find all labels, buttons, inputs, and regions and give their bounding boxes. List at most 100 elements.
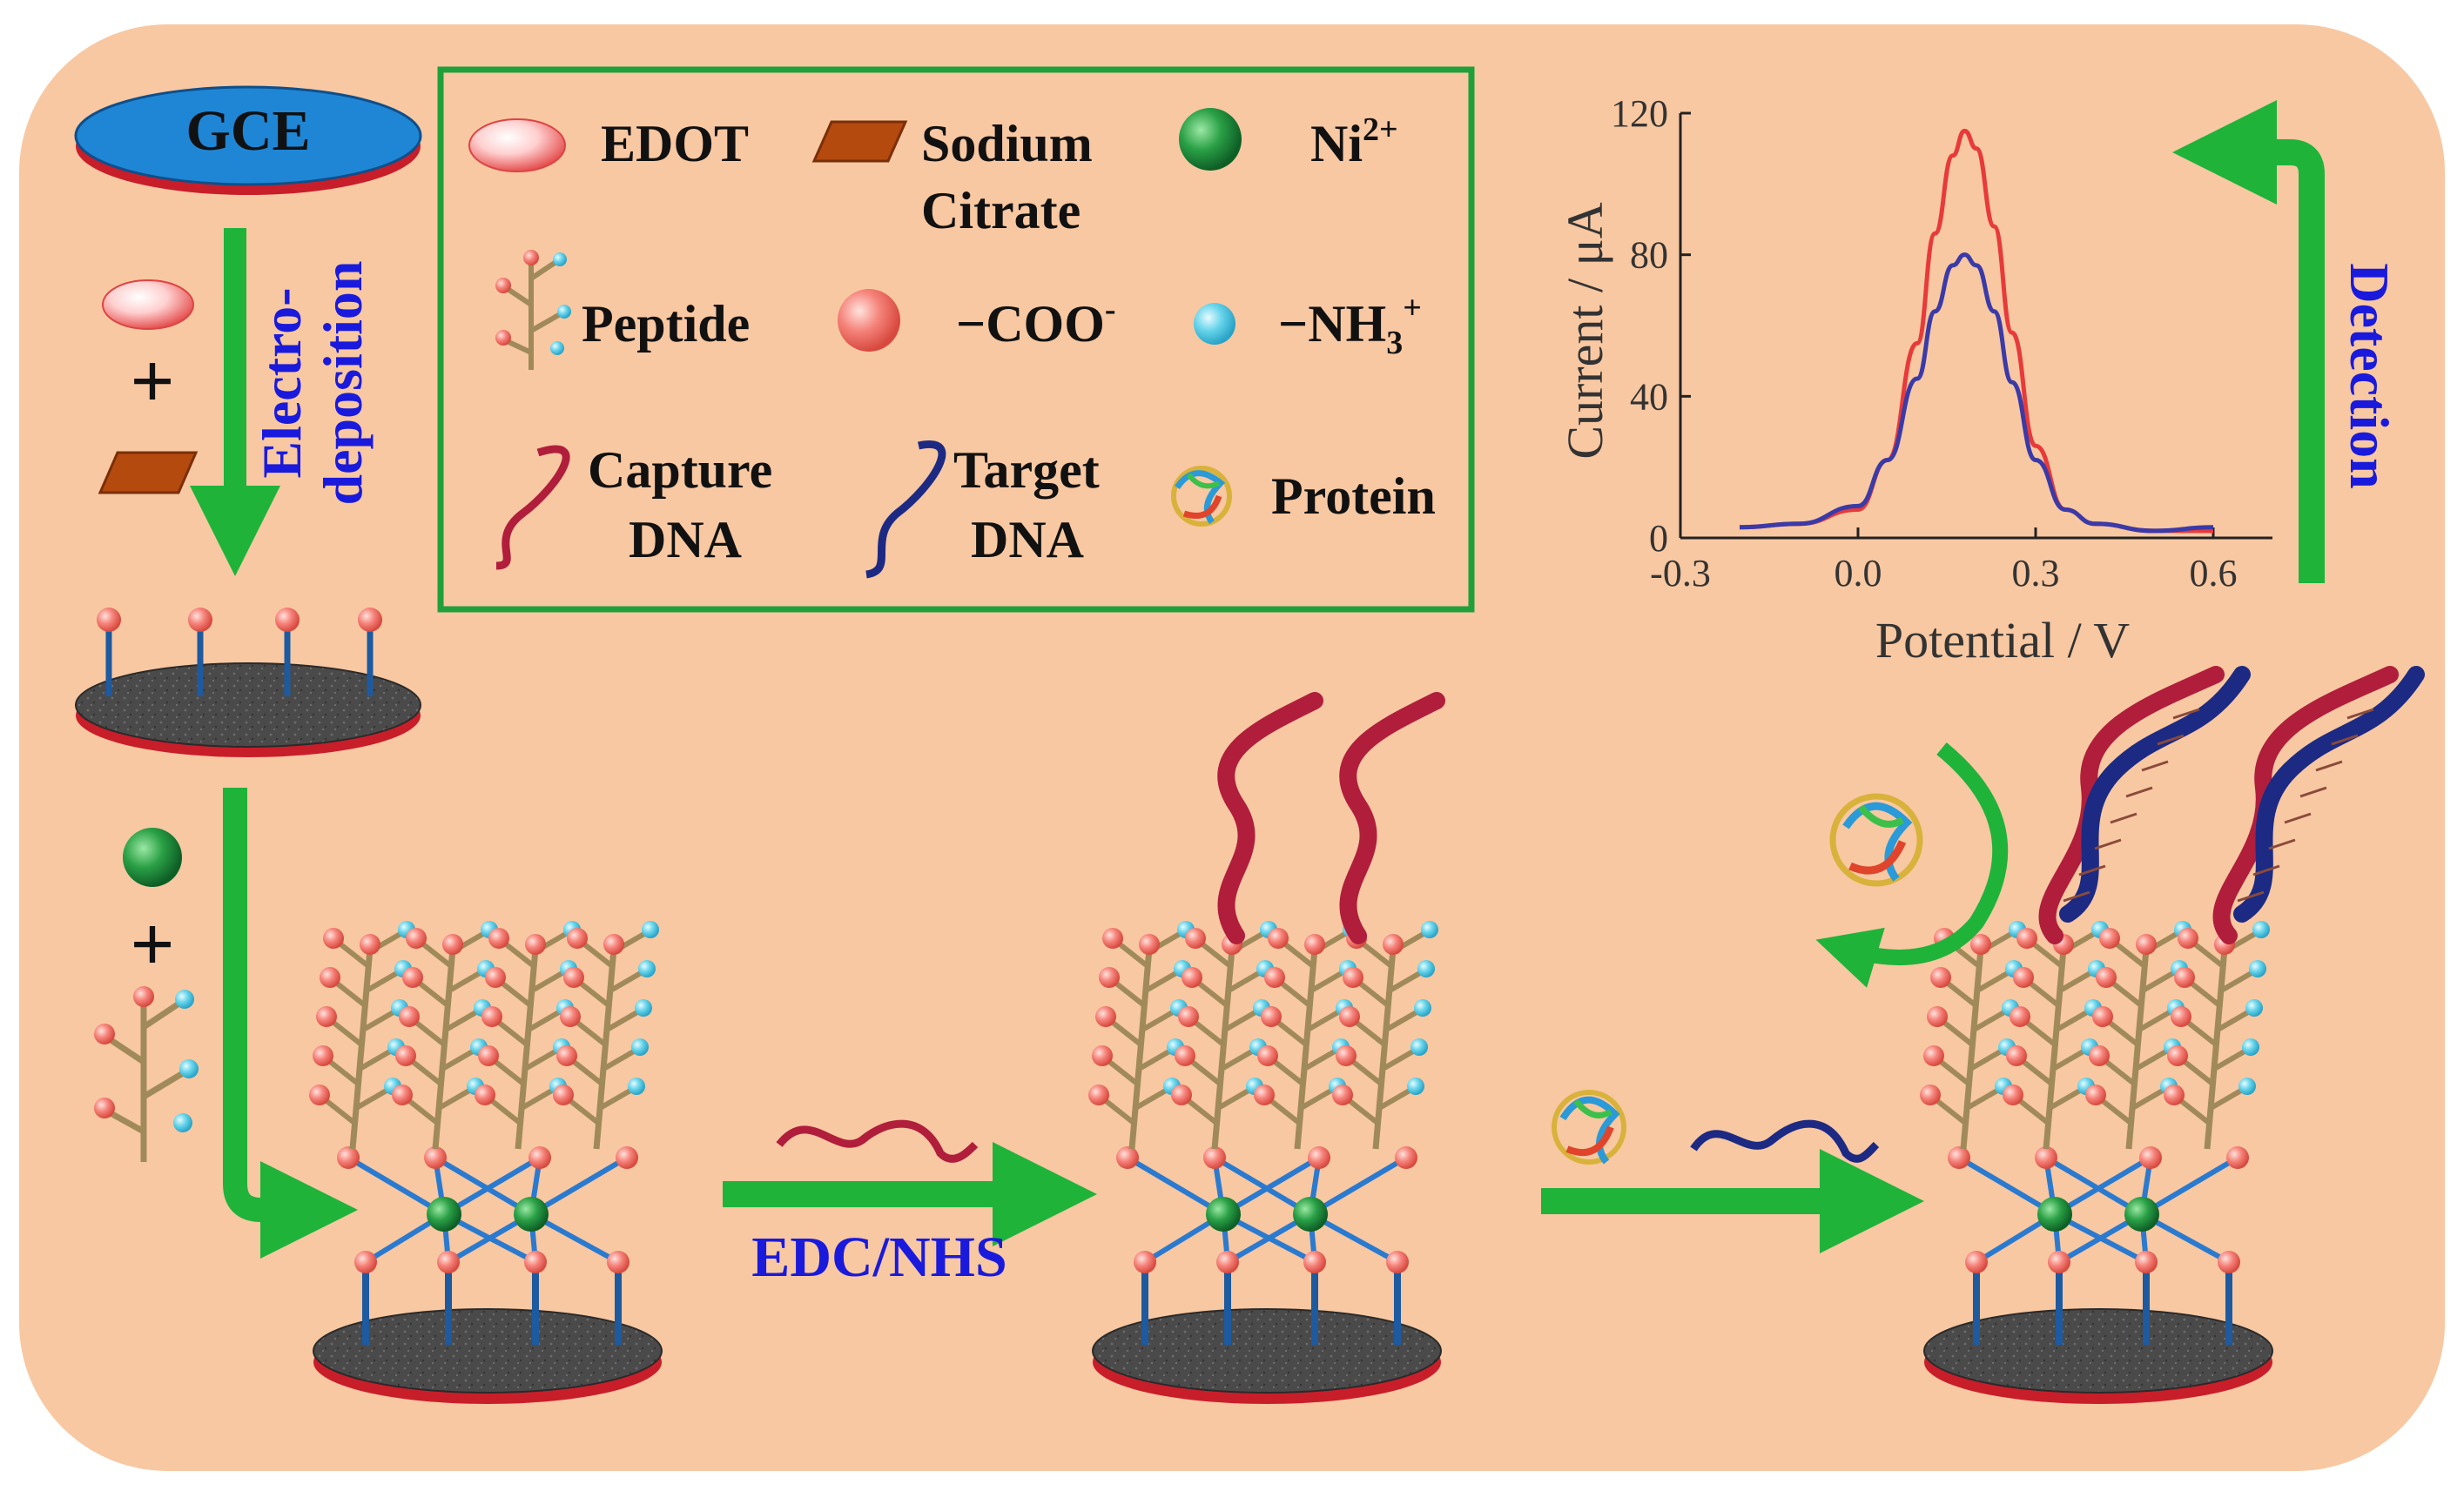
coo-sphere-icon xyxy=(1343,967,1363,988)
chart-ytick-label: 40 xyxy=(1630,375,1668,418)
detection-label: Detection xyxy=(2339,263,2400,488)
ni-sphere-icon xyxy=(123,828,182,887)
coo-sphere-icon xyxy=(309,1085,330,1105)
legend-nh3: −NH3+ xyxy=(1278,290,1422,361)
nh3-sphere-icon xyxy=(635,999,652,1017)
coo-sphere-icon xyxy=(485,967,506,988)
base-pair xyxy=(2252,864,2280,876)
coo-sphere-icon xyxy=(2092,1006,2113,1027)
coo-sphere-icon xyxy=(437,1251,460,1273)
legend-protein: Protein xyxy=(1271,467,1436,525)
target-dna-strand xyxy=(2059,666,2251,923)
coo-sphere-icon xyxy=(1178,1006,1199,1027)
target-dna-strand xyxy=(2233,666,2425,923)
coo-sphere-icon xyxy=(406,928,427,949)
coo-sphere-icon xyxy=(2226,1146,2249,1169)
sodium-citrate-slab-icon xyxy=(811,120,908,163)
protein-icon xyxy=(1171,466,1232,527)
coo-sphere-icon xyxy=(481,1006,502,1027)
nh3-sphere-icon xyxy=(2238,1078,2256,1095)
coo-sphere-icon xyxy=(2035,1146,2057,1169)
nh3-sphere-icon xyxy=(1417,960,1435,977)
ni-sphere-icon xyxy=(1179,108,1242,171)
chart-xtick-label: 0.6 xyxy=(2190,552,2238,594)
coo-sphere-icon xyxy=(1257,1045,1278,1066)
chart-ytick-label: 0 xyxy=(1649,517,1668,560)
legend-edot: EDOT xyxy=(601,115,749,172)
coo-sphere-icon xyxy=(2136,934,2157,955)
protein-icon xyxy=(1552,1090,1626,1165)
coo-sphere-icon xyxy=(1923,1045,1944,1066)
base-pair xyxy=(2331,734,2359,746)
base-pair xyxy=(2346,708,2374,720)
nh3-sphere-icon xyxy=(1414,999,1431,1017)
assembly-hybridized-dna xyxy=(1920,666,2425,1404)
coo-sphere-icon xyxy=(1332,1085,1353,1105)
ni-sphere-icon xyxy=(427,1197,461,1232)
coo-sphere-icon xyxy=(2003,1085,2023,1105)
legend-capture-dna: DNA xyxy=(629,511,742,568)
base-pair xyxy=(2110,812,2137,824)
coo-sphere-icon xyxy=(337,1146,360,1169)
base-pair xyxy=(2299,786,2327,798)
coo-sphere-icon xyxy=(1948,1146,1970,1169)
base-pair xyxy=(2172,708,2200,720)
nh3-sphere-icon xyxy=(2249,960,2266,977)
nh3-sphere-icon xyxy=(1421,921,1438,938)
coo-sphere-icon xyxy=(488,928,509,949)
chart-xtick-label: -0.3 xyxy=(1650,552,1711,594)
coo-sphere-icon xyxy=(442,934,463,955)
chart-series-line-2 xyxy=(1739,252,2214,534)
coo-sphere-icon xyxy=(838,289,900,352)
coo-sphere-icon xyxy=(1339,1006,1360,1027)
edc-nhs-label: EDC/NHS xyxy=(751,1226,1006,1289)
base-pair xyxy=(2284,812,2312,824)
detection-arrow xyxy=(2172,100,2325,583)
ni-sphere-icon xyxy=(2124,1197,2159,1232)
capture-dna-strand xyxy=(2038,666,2225,944)
target-dna-icon xyxy=(865,440,946,579)
coo-sphere-icon xyxy=(603,934,624,955)
coo-sphere-icon xyxy=(1970,934,1991,955)
coo-sphere-icon xyxy=(402,967,423,988)
base-pair xyxy=(2141,760,2169,772)
coo-sphere-icon xyxy=(1308,1146,1330,1169)
nh3-sphere-icon xyxy=(638,960,656,977)
coo-sphere-icon xyxy=(2096,967,2117,988)
coo-sphere-icon xyxy=(553,1085,574,1105)
coo-sphere-icon xyxy=(392,1085,413,1105)
coo-sphere-icon xyxy=(1182,967,1202,988)
coo-sphere-icon xyxy=(475,1085,495,1105)
coo-sphere-icon xyxy=(1175,1045,1195,1066)
coo-sphere-icon xyxy=(1171,1085,1192,1105)
ni-sphere-icon xyxy=(1293,1197,1328,1232)
capture-dna-strand xyxy=(1217,692,1323,944)
chart-xtick-label: 0.3 xyxy=(2012,552,2060,594)
coo-sphere-icon xyxy=(2167,1045,2188,1066)
coo-sphere-icon xyxy=(1134,1251,1156,1273)
coo-sphere-icon xyxy=(1092,1045,1113,1066)
chart-ylabel: Current / μA xyxy=(1557,202,1613,459)
coo-sphere-icon xyxy=(2013,967,2034,988)
coo-sphere-icon xyxy=(320,967,340,988)
nh3-sphere-icon xyxy=(631,1038,649,1056)
step2-reagents: + xyxy=(94,828,199,1162)
coo-sphere-icon xyxy=(1264,967,1285,988)
coo-sphere-icon xyxy=(316,1006,337,1027)
svg-text:Electro-: Electro- xyxy=(251,287,313,478)
protein-release-arrow xyxy=(1815,742,2009,988)
plus-sign-2: + xyxy=(130,902,174,988)
coo-sphere-icon xyxy=(2135,1251,2158,1273)
assembly-capture-dna xyxy=(1088,692,1445,1404)
coo-sphere-icon xyxy=(2164,1085,2185,1105)
coo-sphere-icon xyxy=(1139,934,1160,955)
chart-ytick-label: 80 xyxy=(1630,234,1668,277)
legend-target-dna: DNA xyxy=(971,511,1084,568)
electrodeposition-label: Electro- deposition xyxy=(251,261,374,506)
coo-sphere-icon xyxy=(2099,928,2120,949)
legend-citrate: Citrate xyxy=(921,182,1081,239)
legend-capture: Capture xyxy=(588,441,772,499)
ni-sphere-icon xyxy=(514,1197,549,1232)
coo-sphere-icon xyxy=(2139,1146,2162,1169)
